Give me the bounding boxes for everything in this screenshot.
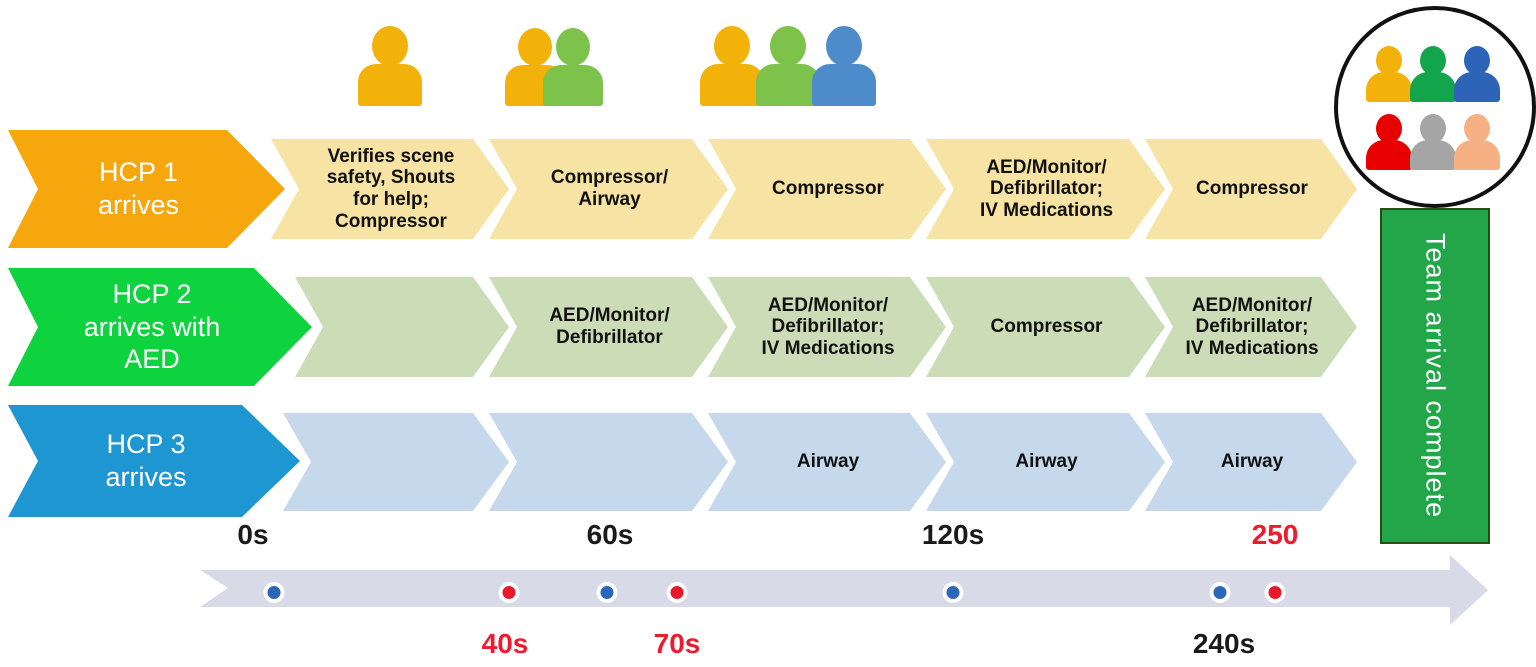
provider-green-icon [1410,46,1456,102]
timeline-dot-70s [666,582,688,603]
hcp3-header: HCP 3 arrives [8,405,300,517]
timeline-dot-40s [498,582,520,603]
hcp3-segment-4-label: Airway [1015,451,1078,473]
timeline-dot-0s [263,582,285,603]
time-label-60s: 60s [586,519,634,550]
time-label-250: 250 [1251,519,1299,550]
timeline-arrow [200,555,1488,625]
time-label-70s: 70s [653,628,701,659]
time-label-120s: 120s [921,519,985,550]
hcp1-segment-5-label: Compressor [1196,178,1308,200]
timeline-dot-240s [1209,582,1231,603]
hcp3-header-label: HCP 3 arrives [105,429,187,492]
hcp2-segment-5: AED/Monitor/ Defibrillator; IV Medicatio… [1145,277,1357,377]
hcp1-segment-3: Compressor [708,139,946,239]
hcp3-segment-3: Airway [708,413,946,511]
timeline-dot-60s [596,582,618,603]
hcp2-header: HCP 2 arrives with AED [8,268,312,386]
hcp1-header-label: HCP 1 arrives [97,157,179,220]
team-arrival-complete-label: Team arrival complete [1420,233,1451,519]
hcp1-segment-4-label: AED/Monitor/ Defibrillator; IV Medicatio… [979,156,1114,221]
hcp2-segment-4: Compressor [926,277,1165,377]
hcp1-segment-2-label: Compressor/ Airway [550,167,669,210]
team-arrival-complete-banner: Team arrival complete [1380,208,1490,544]
hcp2-segment-5-label: AED/Monitor/ Defibrillator; IV Medicatio… [1185,294,1319,359]
hcp1-segment-2: Compressor/ Airway [489,139,728,239]
hcp3-segment-5: Airway [1145,413,1357,511]
provider-blue-icon [812,26,876,106]
provider-green-icon [543,28,603,106]
hcp2-header-label: HCP 2 arrives with AED [83,278,221,375]
provider-blue-icon [1454,46,1500,102]
provider-yellow-icon [358,26,422,106]
timeline-dot-250s [1264,582,1286,603]
provider-yellow-icon [700,26,764,106]
provider-gray-icon [1410,114,1456,170]
provider-yellow-icon [1366,46,1412,102]
hcp3-segment-2 [489,413,728,511]
hcp2-segment-3-label: AED/Monitor/ Defibrillator; IV Medicatio… [761,294,895,359]
hcp2-segment-4-label: Compressor [990,316,1103,338]
hcp3-segment-1 [283,413,509,511]
hcp1-segment-1-label: Verifies scene safety, Shouts for help; … [326,145,456,232]
provider-red-icon [1366,114,1412,170]
hcp3-segment-4: Airway [926,413,1165,511]
hcp1-segment-1: Verifies scene safety, Shouts for help; … [271,139,509,239]
time-label-240s: 240s [1192,628,1256,659]
hcp1-segment-5: Compressor [1145,139,1357,239]
timeline-dot-120s [942,582,964,603]
hcp2-segment-2-label: AED/Monitor/ Defibrillator [549,305,670,348]
hcp1-segment-4: AED/Monitor/ Defibrillator; IV Medicatio… [926,139,1165,239]
hcp3-segment-5-label: Airway [1220,451,1284,473]
hcp3-segment-3-label: Airway [796,451,860,473]
hcp2-segment-1 [295,277,509,377]
provider-peach-icon [1454,114,1500,170]
hcp1-segment-3-label: Compressor [772,178,884,200]
time-label-0s: 0s [237,519,269,550]
hcp1-header: HCP 1 arrives [8,130,285,248]
team-complete-badge [1334,6,1536,208]
provider-green-icon [756,26,820,106]
time-label-40s: 40s [481,628,529,659]
hcp2-segment-2: AED/Monitor/ Defibrillator [489,277,728,377]
hcp2-segment-3: AED/Monitor/ Defibrillator; IV Medicatio… [708,277,946,377]
